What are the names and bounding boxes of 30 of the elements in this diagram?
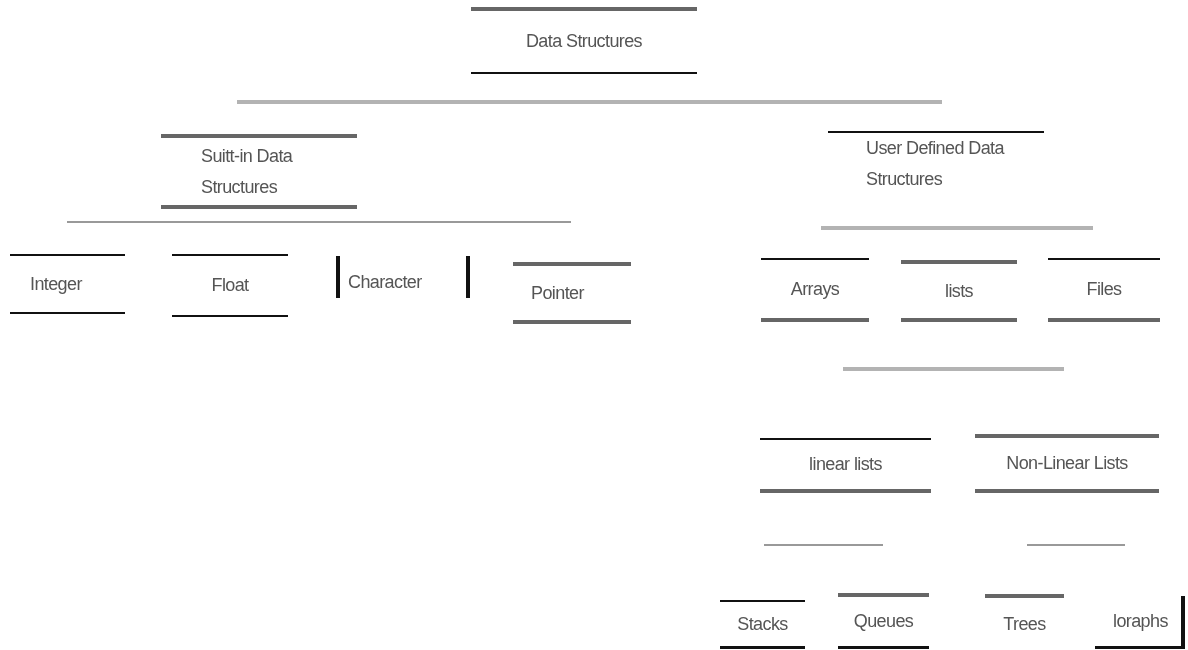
node-label: loraphs (1113, 609, 1168, 633)
bordered-node (975, 434, 1159, 493)
node-label: Float (211, 274, 249, 297)
node-label: User Defined Data Structures (866, 137, 1006, 191)
node-label: Data Structures (525, 30, 643, 53)
node-label: Integer (30, 272, 82, 296)
node-label: Character (348, 271, 422, 294)
node-label: linear lists (809, 453, 882, 476)
node-label: Non-Linear Lists (1006, 452, 1128, 475)
bordered-node (172, 254, 288, 317)
bordered-node (1048, 258, 1160, 322)
node-label: Pointer (531, 281, 584, 305)
bordered-node (720, 600, 805, 649)
bordered-node (901, 260, 1017, 322)
bordered-node (760, 438, 931, 493)
node-label: lists (945, 279, 973, 303)
node-label: Queues (853, 610, 914, 633)
bordered-node (336, 256, 470, 298)
bordered-node (161, 134, 357, 209)
node-label: Files (1086, 277, 1122, 301)
bordered-node (838, 593, 929, 649)
node-label: Suitt-in Data Structures (201, 144, 294, 199)
bordered-node (471, 7, 697, 74)
node-label: Arrays (790, 277, 840, 301)
node-label: Trees (1003, 612, 1046, 636)
bordered-node (513, 262, 631, 324)
bordered-node (1095, 596, 1185, 649)
node-label: Stacks (737, 612, 788, 636)
bordered-node (761, 258, 869, 322)
bordered-node (10, 254, 125, 314)
